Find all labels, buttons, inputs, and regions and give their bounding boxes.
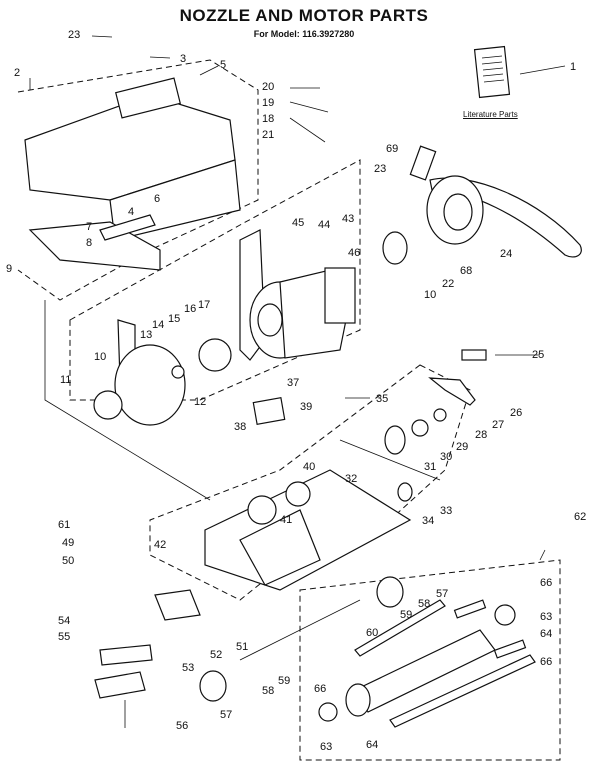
callout-26: 26 <box>510 407 522 419</box>
callout-11: 11 <box>60 374 71 386</box>
callout-54: 54 <box>58 615 70 627</box>
callout-32: 32 <box>345 473 357 485</box>
callout-59-left: 59 <box>278 675 290 687</box>
callout-51: 51 <box>236 641 248 653</box>
rear-housing <box>382 145 484 265</box>
callout-28: 28 <box>475 429 487 441</box>
callout-66-left: 66 <box>314 683 326 695</box>
callout-31: 31 <box>424 461 436 473</box>
motor-assembly <box>239 229 356 361</box>
callout-40: 40 <box>303 461 315 473</box>
callout-12: 12 <box>194 396 206 408</box>
callout-21: 21 <box>262 129 274 141</box>
callout-49: 49 <box>62 537 74 549</box>
literature-parts-label: Literature Parts <box>463 110 518 119</box>
callout-1: 1 <box>570 61 576 73</box>
nozzle-base <box>204 397 412 591</box>
callout-34: 34 <box>422 515 434 527</box>
callout-7: 7 <box>86 221 92 233</box>
callout-63-right: 63 <box>540 611 552 623</box>
callout-20: 20 <box>262 81 274 93</box>
callout-53: 53 <box>182 662 194 674</box>
callout-19: 19 <box>262 97 274 109</box>
callout-58-right: 58 <box>418 598 430 610</box>
callout-4: 4 <box>128 206 134 218</box>
callout-61: 61 <box>58 519 70 531</box>
callout-30: 30 <box>440 451 452 463</box>
callout-17: 17 <box>198 299 210 311</box>
callout-50: 50 <box>62 555 74 567</box>
callout-60: 60 <box>366 627 378 639</box>
callout-46: 46 <box>348 247 360 259</box>
rear-axle-assembly <box>339 349 487 502</box>
callout-57-left: 57 <box>220 709 232 721</box>
front-wheels <box>199 576 404 702</box>
callout-10-right: 10 <box>424 289 436 301</box>
callout-23-right: 23 <box>374 163 386 175</box>
callout-56: 56 <box>176 720 188 732</box>
callout-3: 3 <box>180 53 186 65</box>
callout-13: 13 <box>140 329 152 341</box>
callout-59-right: 59 <box>400 609 412 621</box>
callout-23-top: 23 <box>68 29 80 41</box>
callout-41: 41 <box>280 514 292 526</box>
literature-booklet <box>473 45 511 99</box>
callout-14: 14 <box>152 319 164 331</box>
callout-15: 15 <box>168 313 180 325</box>
height-adjust-parts <box>94 589 201 728</box>
callout-33: 33 <box>440 505 452 517</box>
callout-24: 24 <box>500 248 512 260</box>
callout-42: 42 <box>154 539 166 551</box>
callout-68: 68 <box>460 265 472 277</box>
callout-2: 2 <box>14 67 20 79</box>
callout-63-left: 63 <box>320 741 332 753</box>
callout-52: 52 <box>210 649 222 661</box>
callout-66-right: 66 <box>540 656 552 668</box>
callout-29: 29 <box>456 441 468 453</box>
brush-roll-assembly <box>318 599 536 728</box>
callout-9: 9 <box>6 263 12 275</box>
page-title: NOZZLE AND MOTOR PARTS <box>179 6 429 25</box>
callout-69: 69 <box>386 143 398 155</box>
callout-25: 25 <box>532 349 544 361</box>
callout-6: 6 <box>154 193 160 205</box>
callout-44: 44 <box>318 219 330 231</box>
callout-18: 18 <box>262 113 274 125</box>
callout-5: 5 <box>220 59 226 71</box>
callout-16: 16 <box>184 303 196 315</box>
callout-66-top: 66 <box>540 577 552 589</box>
callout-labels: 1 2 3 4 5 6 7 8 9 10 10 11 12 13 14 15 1… <box>6 29 586 753</box>
callout-45: 45 <box>292 217 304 229</box>
callout-27: 27 <box>492 419 504 431</box>
callout-8: 8 <box>86 237 92 249</box>
callout-10-left: 10 <box>94 351 106 363</box>
callout-39: 39 <box>300 401 312 413</box>
callout-62: 62 <box>574 511 586 523</box>
callout-37: 37 <box>287 377 299 389</box>
callout-57-right: 57 <box>436 588 448 600</box>
callout-58-left: 58 <box>262 685 274 697</box>
nozzle-hood <box>24 77 241 271</box>
callout-38: 38 <box>234 421 246 433</box>
callout-35: 35 <box>376 393 388 405</box>
callout-55: 55 <box>58 631 70 643</box>
callout-64-left: 64 <box>366 739 378 751</box>
fan-housing <box>93 319 232 426</box>
leader-lines <box>29 35 566 561</box>
callout-22: 22 <box>442 278 454 290</box>
callout-64-right: 64 <box>540 628 552 640</box>
callout-43: 43 <box>342 213 354 225</box>
model-number: For Model: 116.3927280 <box>253 29 355 39</box>
